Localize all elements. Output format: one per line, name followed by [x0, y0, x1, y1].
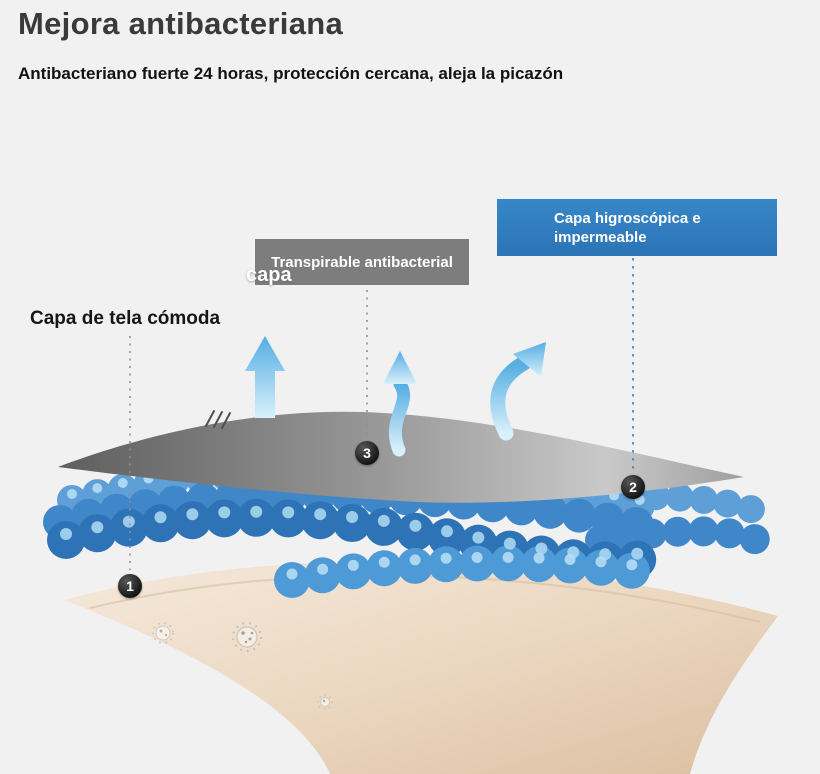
- page-subtitle: Antibacteriano fuerte 24 horas, protecci…: [18, 64, 564, 83]
- motion-hatch-marks-icon: [205, 410, 231, 429]
- bacteria-icons: [152, 621, 333, 710]
- bacteria-icon: [231, 621, 263, 653]
- marker-3: 3: [355, 441, 379, 465]
- label-breathable-text: Transpirable antibacterial: [271, 253, 453, 271]
- marker-2: 2: [621, 475, 645, 499]
- callout-lines: [129, 258, 634, 570]
- base-fabric-layer: [64, 561, 778, 774]
- airflow-arrows: [245, 336, 546, 457]
- label-hygroscopic-layer: Capa higroscópica e impermeable: [497, 199, 777, 256]
- up-arrow-wavy-icon: [383, 351, 417, 457]
- up-arrow-straight-icon: [245, 336, 285, 418]
- bacteria-icon: [317, 694, 333, 710]
- page-title: Mejora antibacteriana: [18, 6, 344, 41]
- bacteria-icon: [152, 622, 174, 644]
- marker-1: 1: [118, 574, 142, 598]
- gray-fabric-layer: [58, 410, 744, 503]
- label-breathable-layer: Transpirable antibacterial: [255, 239, 469, 285]
- up-arrow-curved-icon: [490, 342, 546, 441]
- label-comfort-layer: Capa de tela cómoda: [30, 308, 221, 329]
- label-partial-capa: capa: [246, 264, 292, 286]
